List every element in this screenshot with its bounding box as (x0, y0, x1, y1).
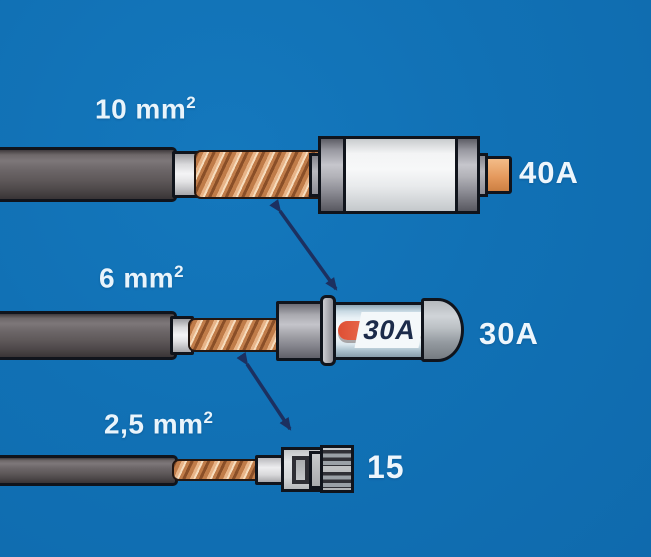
copper-strands-10mm (194, 150, 330, 199)
wire-size-superscript: 2 (186, 93, 197, 112)
glass-fuse-dome (421, 298, 464, 362)
wire-size-superscript: 2 (174, 262, 185, 281)
fuse-endcap-right (455, 136, 480, 214)
wire-size-label-2-5mm: 2,5 mm2 (104, 408, 213, 440)
blade-connector-sleeve (255, 455, 284, 485)
connector-teeth (320, 445, 354, 493)
fuse-endcap-left (318, 136, 346, 214)
connector-teeth-bottom (323, 472, 351, 488)
cable-insulation-2-5mm (0, 455, 178, 486)
wire-size-superscript: 2 (203, 408, 214, 427)
glass-fuse-cap (276, 301, 325, 361)
wire-size-text: 6 mm (99, 262, 175, 294)
wire-size-text: 10 mm (95, 93, 187, 125)
comparison-arrow-bottom (236, 351, 292, 431)
wire-size-text: 2,5 mm (104, 408, 204, 440)
fuse-rating-label-30a: 30A (479, 316, 539, 351)
connector-slot (292, 456, 309, 484)
connector-slot-inner (296, 460, 305, 480)
cable-insulation-6mm (0, 311, 177, 360)
cable-insulation-10mm (0, 147, 177, 202)
fuse-rating-label-15: 15 (367, 449, 405, 485)
copper-strands-6mm (188, 318, 288, 352)
wire-size-label-6mm: 6 mm2 (99, 262, 184, 294)
copper-strands-2-5mm (172, 459, 268, 481)
comparison-arrow-top (269, 199, 338, 291)
connector-teeth-top (323, 450, 351, 466)
fuse-print-label: 30A (354, 312, 426, 348)
fuse-contact-stub (485, 156, 512, 194)
fuse-rating-label-40a: 40A (519, 155, 579, 190)
fuse-body-40a (343, 136, 458, 214)
wire-size-label-10mm: 10 mm2 (95, 93, 196, 125)
